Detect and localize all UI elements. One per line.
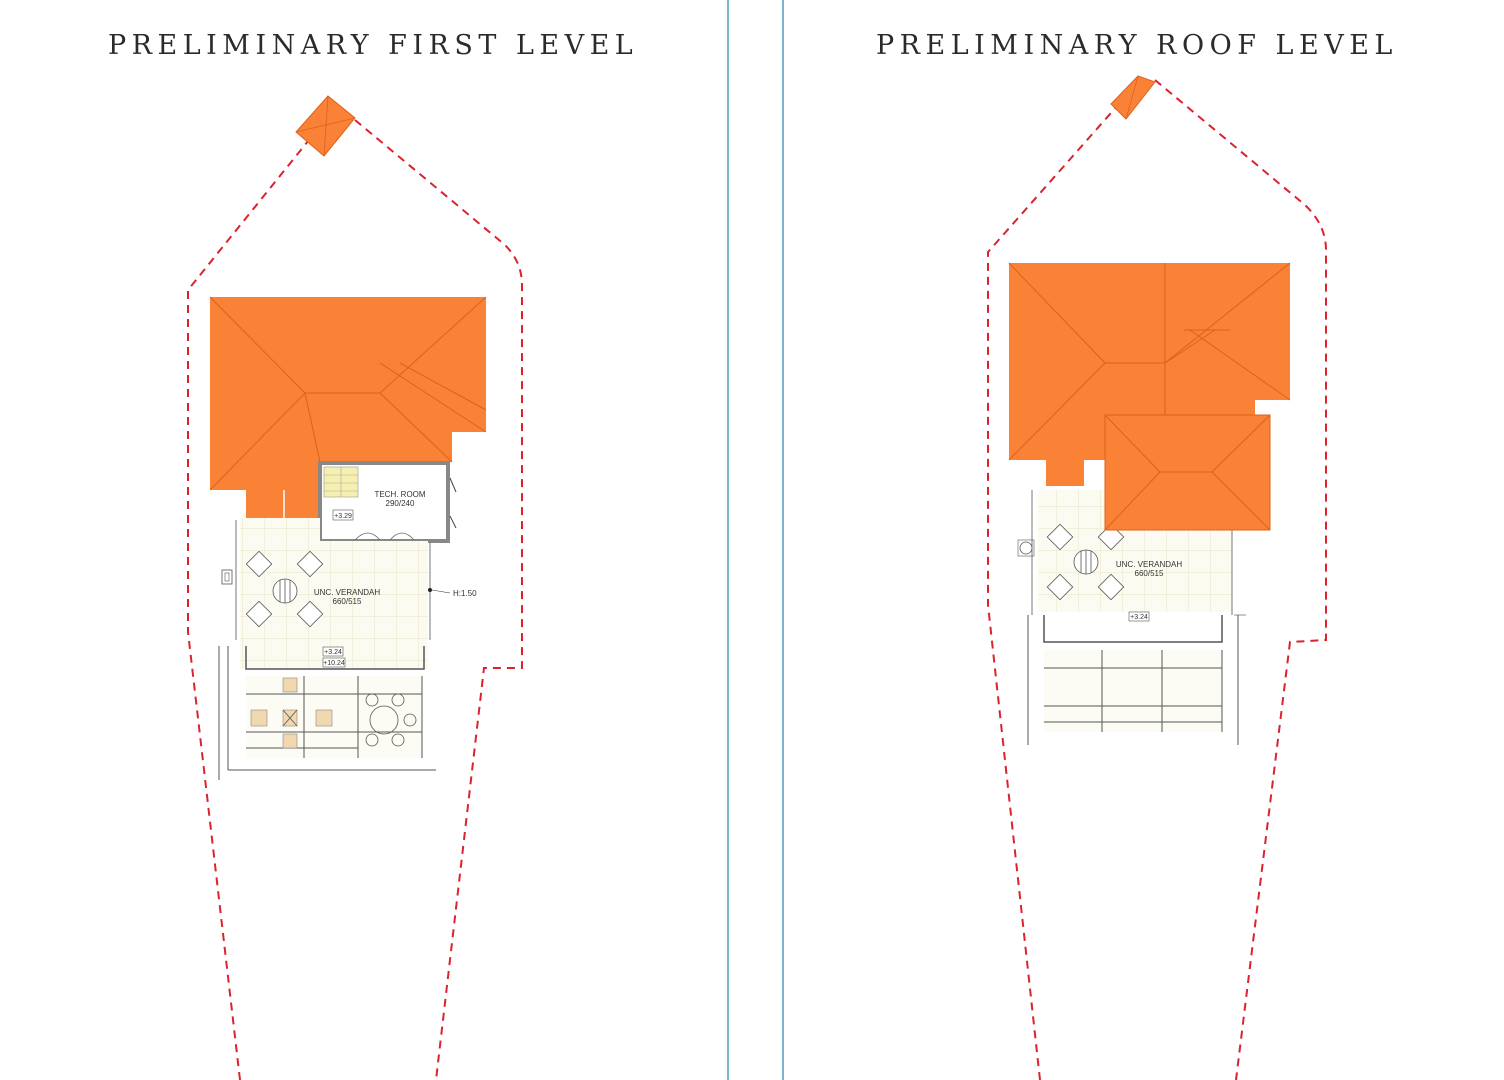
chimney-marker-right bbox=[1110, 75, 1156, 120]
tech-room-level-tag: +3.29 bbox=[334, 513, 352, 520]
tech-room-label: TECH. ROOM bbox=[374, 490, 425, 499]
tech-room: TECH. ROOM 290/240 +3.29 bbox=[318, 461, 457, 543]
first-level-plan: TECH. ROOM 290/240 +3.29 bbox=[187, 95, 523, 1080]
verandah-label-left: UNC. VERANDAH bbox=[314, 588, 380, 597]
height-note: H:1.50 bbox=[453, 589, 477, 598]
top-level-tag-left: +10.24 bbox=[323, 660, 345, 667]
roof-right-main bbox=[1008, 262, 1291, 486]
verandah-left: UNC. VERANDAH 660/515 +3.24 +10.24 H:1.5… bbox=[221, 518, 477, 670]
verandah-label-right: UNC. VERANDAH bbox=[1116, 560, 1182, 569]
lower-terrace-right bbox=[1027, 615, 1239, 745]
plot-boundary-left bbox=[187, 119, 523, 1080]
plot-boundary-right bbox=[987, 79, 1327, 1080]
panel-divider-left bbox=[727, 0, 729, 1080]
roof-right-secondary bbox=[1104, 414, 1271, 531]
verandah-level-tag-right: +3.24 bbox=[1130, 614, 1148, 621]
tech-room-dims: 290/240 bbox=[386, 499, 415, 508]
dining-set-left bbox=[245, 550, 324, 628]
first-level-title: PRELIMINARY FIRST LEVEL bbox=[108, 30, 639, 61]
lower-terrace-left bbox=[218, 646, 436, 780]
chimney-marker-left bbox=[295, 95, 356, 157]
panel-divider-right bbox=[782, 0, 784, 1080]
roof-level-plan: UNC. VERANDAH 660/515 +3.24 bbox=[987, 75, 1327, 1080]
roof-level-title: PRELIMINARY ROOF LEVEL bbox=[876, 30, 1398, 61]
verandah-dims-right: 660/515 bbox=[1135, 569, 1164, 578]
roof-left bbox=[209, 296, 487, 518]
dining-set-right bbox=[1046, 523, 1125, 601]
verandah-right: UNC. VERANDAH 660/515 +3.24 bbox=[1017, 490, 1246, 643]
verandah-dims-left: 660/515 bbox=[333, 597, 362, 606]
verandah-level-tag-left: +3.24 bbox=[324, 649, 342, 656]
